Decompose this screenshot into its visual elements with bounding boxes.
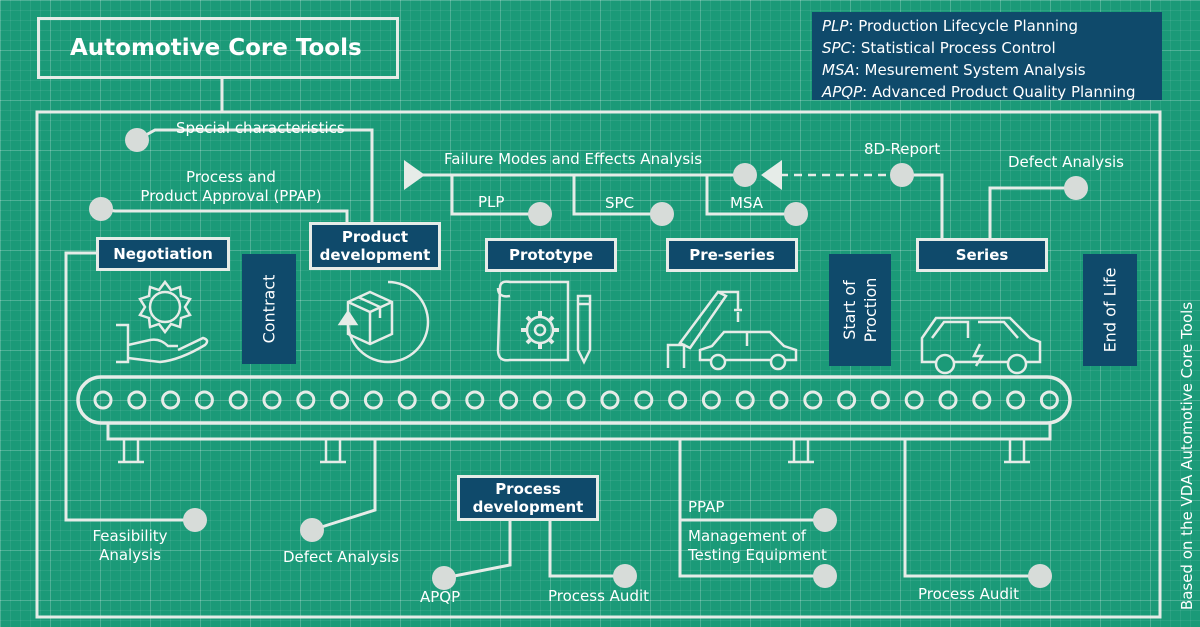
phase-product-development: Product development <box>309 222 441 270</box>
label-spc: SPC <box>605 194 635 212</box>
conveyor-roller <box>330 390 350 410</box>
label-defect-analysis-bottom: Defect Analysis <box>283 548 399 566</box>
node-spc <box>650 202 674 226</box>
node-special-characteristics <box>125 128 149 152</box>
conveyor-roller <box>228 390 248 410</box>
label-testing-line1: Management of <box>688 527 807 545</box>
node-plp <box>528 202 552 226</box>
conveyor-roller <box>465 390 485 410</box>
label-feasibility-line1: Feasibility <box>92 527 168 545</box>
label-msa: MSA <box>730 194 764 212</box>
conveyor-roller <box>161 390 181 410</box>
box-cycle-icon <box>337 280 430 364</box>
label-feasibility-line2: Analysis <box>99 546 161 564</box>
electric-car-icon <box>920 316 1042 375</box>
conveyor-roller <box>262 390 282 410</box>
conveyor-roller <box>532 390 552 410</box>
robot-arm-car-icon <box>666 290 798 371</box>
milestone-sop-line2: Proction <box>861 277 880 343</box>
legend-item-apqp: APQP: Advanced Product Quality Planning <box>822 83 1136 101</box>
node-process-audit-2 <box>1028 564 1052 588</box>
phase-pre-series: Pre-series <box>666 238 798 272</box>
conveyor-roller <box>634 390 654 410</box>
handshake-quality-icon <box>116 279 209 364</box>
label-plp: PLP <box>478 193 505 211</box>
conveyor-roller <box>127 390 147 410</box>
label-defect-analysis-top: Defect Analysis <box>1008 153 1124 171</box>
label-ppap-line2: Product Approval (PPAP) <box>140 187 322 205</box>
milestone-contract-label: Contract <box>259 274 279 344</box>
phase-negotiation: Negotiation <box>96 237 230 271</box>
conveyor-roller <box>1039 390 1059 410</box>
conveyor-roller <box>972 390 992 410</box>
phase-process-development-line1: Process <box>495 480 561 498</box>
label-fmea: Failure Modes and Effects Analysis <box>444 150 703 168</box>
phase-series: Series <box>916 238 1048 272</box>
conveyor-roller <box>93 390 113 410</box>
milestone-end-of-life-label: End of Life <box>1100 267 1120 353</box>
phase-prototype: Prototype <box>485 238 617 272</box>
conveyor-roller <box>600 390 620 410</box>
node-ppap-top <box>89 197 113 221</box>
milestone-end-of-life: End of Life <box>1083 254 1137 366</box>
node-fmea <box>733 163 757 187</box>
conveyor-roller <box>1006 390 1026 410</box>
conveyor-roller <box>499 390 519 410</box>
conveyor-roller <box>701 390 721 410</box>
conveyor-roller <box>904 390 924 410</box>
label-process-audit-2: Process Audit <box>918 585 1020 603</box>
conveyor-roller <box>803 390 823 410</box>
legend-item-spc: SPC: Statistical Process Control <box>822 39 1056 57</box>
conveyor-roller <box>938 390 958 410</box>
phase-process-development-line2: development <box>472 498 584 516</box>
node-msa <box>784 202 808 226</box>
node-defect-analysis-top <box>1064 176 1088 200</box>
conveyor-roller <box>194 390 214 410</box>
conveyor-roller <box>769 390 789 410</box>
label-testing-line2: Testing Equipment <box>688 546 827 564</box>
milestone-sop-line1: Start of <box>840 280 859 340</box>
phase-product-development-line2: development <box>319 246 431 264</box>
node-process-audit-1 <box>613 564 637 588</box>
conveyor-roller <box>296 390 316 410</box>
page-title: Automotive Core Tools <box>37 17 399 79</box>
conveyor-roller <box>566 390 586 410</box>
source-note: Based on the VDA Automotive Core Tools <box>1178 301 1196 611</box>
node-8d-report <box>890 163 914 187</box>
label-special-characteristics: Special characteristics <box>176 119 345 137</box>
label-ppap-line1: Process and <box>186 168 276 186</box>
legend-item-plp: PLP: Production Lifecycle Planning <box>822 17 1079 35</box>
node-ppap-bottom <box>813 508 837 532</box>
label-process-audit-1: Process Audit <box>548 587 650 605</box>
node-apqp <box>432 566 456 590</box>
conveyor-roller <box>397 390 417 410</box>
conveyor-belt-icon <box>76 375 1072 464</box>
node-feasibility <box>183 508 207 532</box>
node-testing-equipment <box>813 564 837 588</box>
milestone-contract: Contract <box>242 254 296 364</box>
label-8d-report: 8D-Report <box>864 140 941 158</box>
conveyor-roller <box>735 390 755 410</box>
legend-item-msa: MSA: Mesurement System Analysis <box>822 61 1086 79</box>
conveyor-roller <box>668 390 688 410</box>
blueprint-gear-icon <box>496 280 592 365</box>
label-ppap-bottom: PPAP <box>688 498 725 516</box>
conveyor-roller <box>837 390 857 410</box>
conveyor-roller <box>870 390 890 410</box>
phase-product-development-line1: Product <box>341 228 409 246</box>
conveyor-roller <box>431 390 451 410</box>
node-defect-analysis-bottom <box>300 518 324 542</box>
conveyor-roller <box>363 390 383 410</box>
abbreviation-legend: PLP: Production Lifecycle Planning SPC: … <box>812 12 1162 101</box>
phase-process-development: Process development <box>457 475 599 521</box>
label-apqp: APQP <box>420 588 461 606</box>
